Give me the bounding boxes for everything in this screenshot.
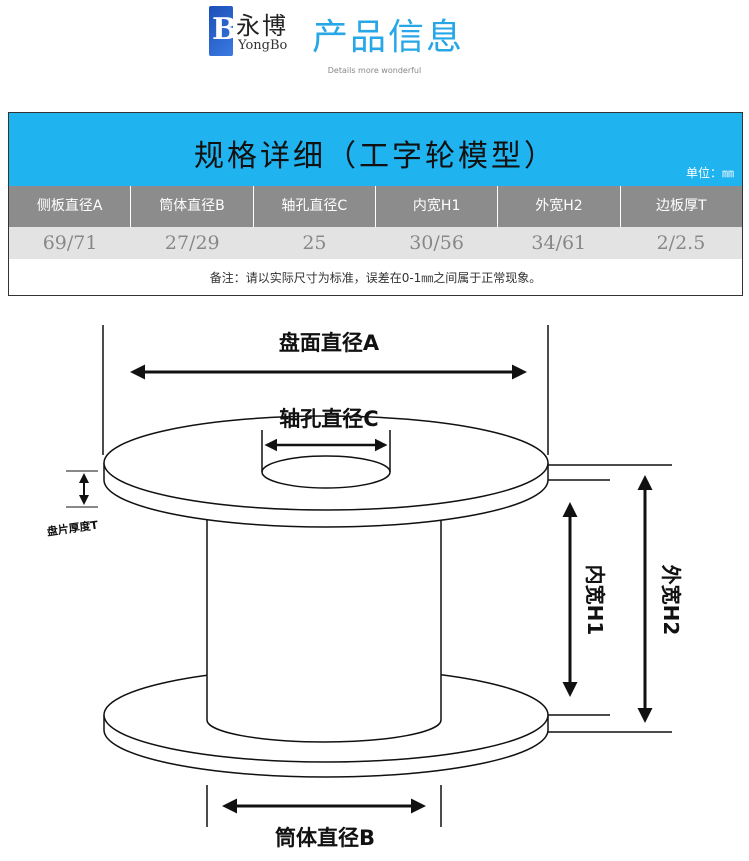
spec-column-headers: 侧板直径A 筒体直径B 轴孔直径C 内宽H1 外宽H2 边板厚T — [9, 186, 742, 227]
axle-hole — [261, 455, 391, 489]
unit-label: 单位：㎜ — [685, 166, 734, 180]
table-cell: 34/61 — [531, 232, 587, 254]
spec-table: 规格详细（工字轮模型） 单位：㎜ 侧板直径A 筒体直径B 轴孔直径C 内宽H1 … — [8, 112, 743, 296]
logo-chinese-text: 永博 — [236, 12, 288, 40]
table-cell: 2/2.5 — [656, 232, 706, 254]
spec-value-row: 69/71 27/29 25 30/56 34/61 2/2.5 — [9, 227, 742, 259]
label-a: 盘面直径A — [279, 331, 380, 355]
column-header: 轴孔直径C — [254, 186, 376, 227]
table-cell: 30/56 — [409, 232, 464, 254]
column-header: 边板厚T — [656, 198, 707, 214]
spec-note: 备注：请以实际尺寸为标准，误差在0-1㎜之间属于正常现象。 — [209, 271, 542, 285]
column-header: 内宽H1 — [376, 186, 499, 227]
spec-table-title: 规格详细（工字轮模型） — [194, 139, 557, 174]
table-cell: 69/71 — [42, 232, 98, 254]
brand-logo: B — [209, 6, 237, 56]
header: B 永博 YongBo 产品信息 Details more wonderful — [0, 0, 749, 100]
table-cell: 25 — [302, 232, 327, 254]
label-b: 筒体直径B — [275, 826, 375, 850]
page-title: 产品信息 — [312, 17, 465, 58]
page-subtitle: Details more wonderful — [327, 66, 422, 75]
label-t: 盘片厚度T — [46, 517, 99, 538]
table-cell: 27/29 — [164, 232, 220, 254]
top-flange — [103, 415, 549, 528]
column-header: 侧板直径A — [9, 186, 132, 227]
spec-table-header: 规格详细（工字轮模型） 单位：㎜ — [9, 113, 742, 186]
logo-english-text: YongBo — [238, 38, 288, 53]
label-h1: 内宽H1 — [583, 565, 607, 636]
spool-diagram: 盘面直径A 轴孔直径C 盘片厚度T 内宽H1 外宽H2 筒体直径B — [46, 325, 683, 850]
column-header: 外宽H2 — [498, 186, 621, 227]
column-header: 筒体直径B — [131, 186, 254, 227]
logo-letter: B — [212, 12, 238, 47]
label-c: 轴孔直径C — [279, 407, 378, 431]
label-h2: 外宽H2 — [659, 565, 683, 636]
